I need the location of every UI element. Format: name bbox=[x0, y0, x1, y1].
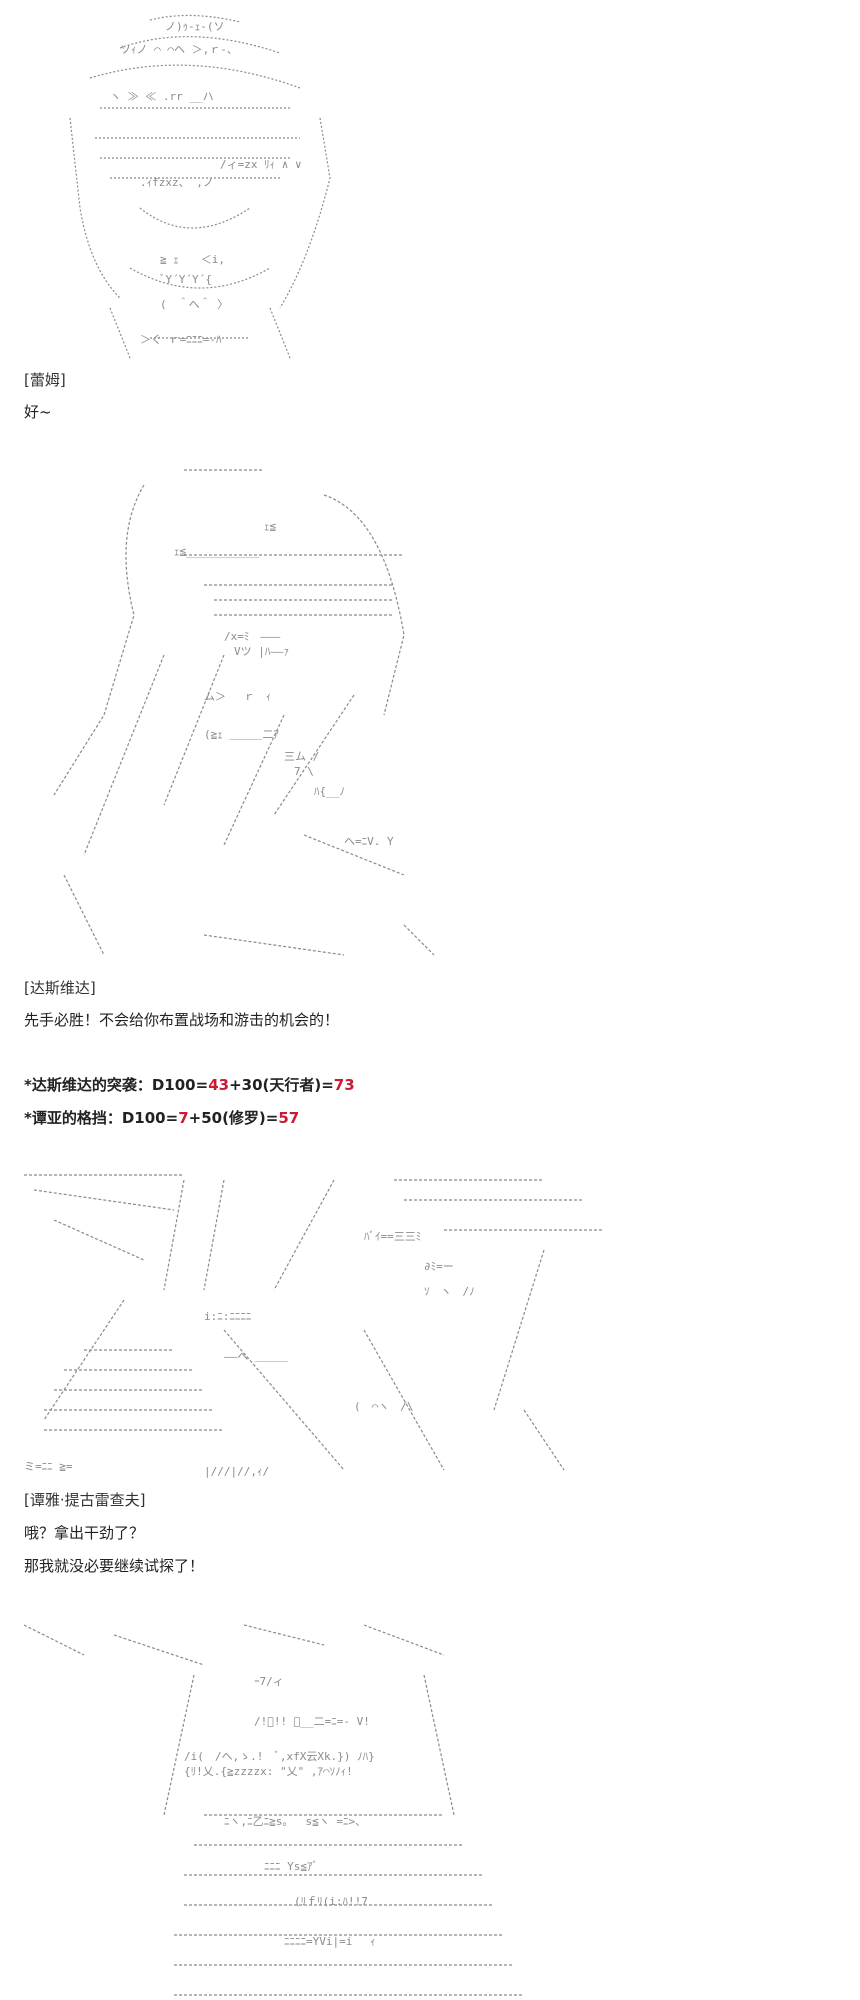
dice-roll-value: 7 bbox=[178, 1109, 189, 1127]
svg-text:/x=ﾐ ―――: /x=ﾐ ――― bbox=[224, 630, 281, 643]
svg-text:|///|//,ｨ/: |///|//,ｨ/ bbox=[204, 1465, 269, 1478]
svg-text:{ﾘ!乂.{≧zzzzx: "乂" ,ｱ⌒ｿﾉｨ!: {ﾘ!乂.{≧zzzzx: "乂" ,ｱ⌒ｿﾉｨ! bbox=[184, 1765, 353, 1778]
dice-roll-value: 43 bbox=[208, 1076, 230, 1094]
svg-text:ﾆヽ,ﾆ乙ﾆ≧s。 s≦ヽ =ﾆ>、: ﾆヽ,ﾆ乙ﾆ≧s。 s≦ヽ =ﾆ>、 bbox=[224, 1815, 366, 1828]
svg-text:ｰ7/ィ: ｰ7/ィ bbox=[254, 1675, 284, 1688]
svg-text:/ィ=zx ﾘｨ ∧ ∨: /ィ=zx ﾘｨ ∧ ∨ bbox=[220, 158, 302, 171]
svg-text:( ⌒ヽ /\: ( ⌒ヽ /\ bbox=[354, 1400, 414, 1413]
svg-text:.ｨfzxz、 ,ノ: .ｨfzxz、 ,ノ bbox=[140, 176, 214, 189]
speaker-name: [蕾姆] bbox=[24, 371, 66, 389]
svg-text:ﾊﾞｲ==三三ﾐ: ﾊﾞｲ==三三ﾐ bbox=[364, 1230, 432, 1243]
svg-text:ヘ=ﾆV. Y: ヘ=ﾆV. Y bbox=[344, 835, 394, 848]
svg-text:三ム /: 三ム / bbox=[284, 750, 319, 763]
svg-text:ミ=ﾆﾆ ≧=: ミ=ﾆﾆ ≧= bbox=[24, 1460, 73, 1473]
dice-roll-block: *谭亚的格挡：D100=7+50(修罗)=57 bbox=[24, 1108, 299, 1128]
svg-text:∂ﾐ=ー: ∂ﾐ=ー bbox=[424, 1260, 454, 1273]
svg-text:≧ ｪ ＜i,: ≧ ｪ ＜i, bbox=[160, 253, 225, 266]
svg-text:ｿ ヽ /ﾉ: ｿ ヽ /ﾉ bbox=[424, 1285, 475, 1298]
dialogue-line: 那我就没必要继续试探了！ bbox=[24, 1557, 205, 1575]
speaker-name: [达斯维达] bbox=[24, 979, 96, 997]
ascii-art-character: ｰ7/ィ /!ﾟ!! ＼__二=ﾆ=- V! /i( /ヘ,ゝ.! ﾞ,xfX云… bbox=[24, 1615, 544, 2000]
svg-text:――ヘ ＿＿＿: ――ヘ ＿＿＿ bbox=[224, 1350, 288, 1363]
svg-text:ﾞY´Y´Y´{: ﾞY´Y´Y´{ bbox=[160, 273, 212, 286]
svg-text:i:ﾆ:ﾆﾆﾆﾆ: i:ﾆ:ﾆﾆﾆﾆ bbox=[204, 1310, 251, 1323]
svg-text:ﾆﾆﾆ Ys≦ｱﾞ: ﾆﾆﾆ Ys≦ｱﾞ bbox=[264, 1860, 318, 1873]
svg-text:ｪ≦: ｪ≦ bbox=[264, 520, 276, 533]
dice-roll-attack: *达斯维达的突袭：D100=43+30(天行者)=73 bbox=[24, 1075, 355, 1095]
dice-roll-prefix: *达斯维达的突袭：D100= bbox=[24, 1076, 209, 1094]
svg-text:ﾆﾆﾆﾆ=YVi|=i ｨ: ﾆﾆﾆﾆ=YVi|=i ｨ bbox=[284, 1935, 375, 1948]
speaker-name: [谭雅·提古雷查夫] bbox=[24, 1491, 146, 1509]
dice-roll-bonus: +30(天行者)= bbox=[229, 1076, 334, 1094]
dialogue-line: 好~ bbox=[24, 403, 52, 421]
dice-roll-bonus: +50(修罗)= bbox=[188, 1109, 279, 1127]
svg-text:ヽ ≫ ≪ .rr __ハ: ヽ ≫ ≪ .rr __ハ bbox=[110, 90, 214, 103]
dice-roll-prefix: *谭亚的格挡：D100= bbox=[24, 1109, 179, 1127]
dice-roll-total: 57 bbox=[278, 1109, 300, 1127]
svg-text:/!ﾟ!! ＼__二=ﾆ=- V!: /!ﾟ!! ＼__二=ﾆ=- V! bbox=[254, 1715, 370, 1728]
dialogue-line: 先手必胜！不会给你布置战场和游击的机会的！ bbox=[24, 1011, 340, 1029]
svg-text:ﾊ{__ﾉ: ﾊ{__ﾉ bbox=[314, 785, 345, 798]
ascii-art-rem: ノ)ｩ-ｪ-(ソ ソｨノ ⌒ ⌒ヘ ＞,ｒ-、 ヽ ≫ ≪ .rr __ハ /ィ… bbox=[40, 8, 340, 363]
ascii-art-darth-vader: ｪ≦ ｪ≦___________ /x=ﾐ ――― Vツ |ﾊ――ｧ ム＞ ｒ … bbox=[24, 455, 464, 980]
svg-text:/i( /ヘ,ゝ.! ﾞ,xfX云Xk.}) ﾉﾊ}: /i( /ヘ,ゝ.! ﾞ,xfX云Xk.}) ﾉﾊ} bbox=[184, 1750, 375, 1763]
svg-text:(≧ｪ ＿＿＿二ｱ: (≧ｪ ＿＿＿二ｱ bbox=[204, 728, 279, 741]
svg-text:ソｨノ ⌒ ⌒ヘ ＞,ｒ-、: ソｨノ ⌒ ⌒ヘ ＞,ｒ-、 bbox=[120, 43, 238, 56]
svg-text:ノ)ｩ-ｪ-(ソ: ノ)ｩ-ｪ-(ソ bbox=[165, 20, 225, 33]
svg-text:Vツ |ﾊ――ｧ: Vツ |ﾊ――ｧ bbox=[234, 645, 289, 658]
ascii-art-tanya: ﾊﾞｲ==三三ﾐ ∂ﾐ=ー ｿ ヽ /ﾉ i:ﾆ:ﾆﾆﾆﾆ ――ヘ ＿＿＿ ( … bbox=[24, 1170, 624, 1488]
svg-text:ム＞ ｒ ｨ: ム＞ ｒ ｨ bbox=[204, 690, 271, 703]
svg-text:＞ぐ ｒ=ﾆﾆﾆ=-ﾊ: ＞ぐ ｒ=ﾆﾆﾆ=-ﾊ bbox=[140, 333, 222, 346]
dice-roll-total: 73 bbox=[333, 1076, 355, 1094]
svg-text:ｪ≦___________: ｪ≦___________ bbox=[174, 545, 259, 558]
svg-text:( ＾へ＾ 〉: ( ＾へ＾ 〉 bbox=[160, 296, 228, 311]
dialogue-line: 哦？拿出干劲了？ bbox=[24, 1524, 145, 1542]
svg-text:(ﾘｆﾘ(i:ﾊ!!7: (ﾘｆﾘ(i:ﾊ!!7 bbox=[294, 1895, 368, 1908]
svg-text:7 \: 7 \ bbox=[294, 765, 314, 778]
